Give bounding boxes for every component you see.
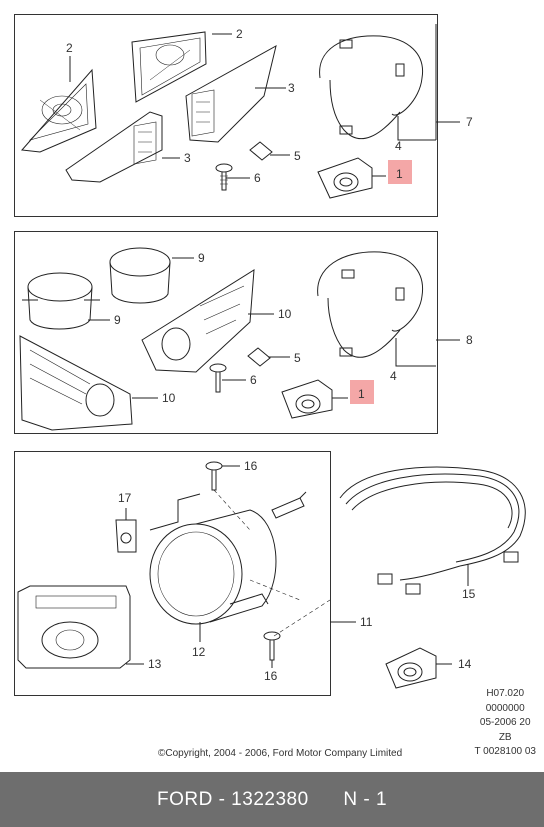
reference-line: H07.020 <box>486 688 525 699</box>
diagram-reference-info: H07.020 0000000 05-2006 20 ZB T 0028100 … <box>474 687 536 760</box>
callout: 4 <box>390 369 397 383</box>
callout: 1 <box>396 167 403 181</box>
callout: 15 <box>462 587 476 601</box>
copyright-notice: ©Copyright, 2004 - 2006, Ford Motor Comp… <box>158 748 403 759</box>
bumper-insert-bezel <box>17 585 131 669</box>
parts-diagram: 2 2 3 3 5 6 4 7 1 9 9 10 10 5 6 4 8 1 16… <box>17 24 526 689</box>
fog-lamp-assembly <box>149 493 277 625</box>
callout: 9 <box>198 251 205 265</box>
callout: 10 <box>162 391 176 405</box>
footer-bar: FORD - 1322380 N - 1 <box>0 772 544 827</box>
highlight-part-1-middle <box>350 380 374 404</box>
callout: 6 <box>250 373 257 387</box>
bulb-connector <box>271 491 307 519</box>
callout: 4 <box>395 139 402 153</box>
wiring-harness <box>317 251 424 358</box>
reference-line: T 0028100 03 <box>474 746 536 757</box>
highlight-part-1-top <box>388 160 412 184</box>
callout: 3 <box>184 151 191 165</box>
fog-lamp-switch <box>317 157 373 199</box>
reference-line: 05-2006 20 <box>479 717 531 728</box>
fog-lamp-switch <box>385 647 437 689</box>
callout: 11 <box>360 615 373 629</box>
callout: 5 <box>294 351 301 365</box>
callout: 16 <box>264 669 278 683</box>
screw <box>209 363 227 393</box>
callout: 2 <box>236 27 243 41</box>
bumper-grille-left <box>65 111 163 183</box>
wiring-harness <box>319 35 424 140</box>
screw <box>263 631 281 661</box>
bumper-insert-left <box>19 335 133 431</box>
callout: 1 <box>358 387 365 401</box>
callout: 3 <box>288 81 295 95</box>
footer-spacer <box>309 789 344 811</box>
bumper-insert-right <box>141 269 255 373</box>
part-number: FORD - 1322380 <box>156 788 309 810</box>
callout: 13 <box>148 657 162 671</box>
fog-lamp-bezel-right <box>109 247 171 304</box>
callout: 9 <box>114 313 121 327</box>
wiring-loom <box>339 466 526 595</box>
callout: 5 <box>294 149 301 163</box>
callout: 10 <box>278 307 292 321</box>
callout: 6 <box>254 171 261 185</box>
screw <box>215 163 233 191</box>
callout: 8 <box>466 333 473 347</box>
fog-lamp-housing-right <box>131 31 207 103</box>
diagram-panel-bottom <box>14 451 331 696</box>
bumper-grille-right <box>185 45 277 143</box>
callout: 17 <box>118 491 132 505</box>
callout: 14 <box>458 657 472 671</box>
fog-lamp-housing-left <box>20 68 97 153</box>
fog-lamp-bezel-left <box>22 272 100 330</box>
callout: 2 <box>66 41 73 55</box>
screw <box>205 461 223 491</box>
mounting-bracket <box>115 519 137 553</box>
reference-line: ZB <box>498 731 512 743</box>
retaining-clip <box>247 347 271 367</box>
callout: 12 <box>192 645 206 659</box>
fog-lamp-switch <box>281 379 333 419</box>
callout: 16 <box>244 459 258 473</box>
callout: 7 <box>466 115 473 129</box>
page-indicator: N - 1 <box>343 788 388 810</box>
reference-line: 0000000 <box>485 702 525 714</box>
retaining-clip <box>249 141 273 161</box>
